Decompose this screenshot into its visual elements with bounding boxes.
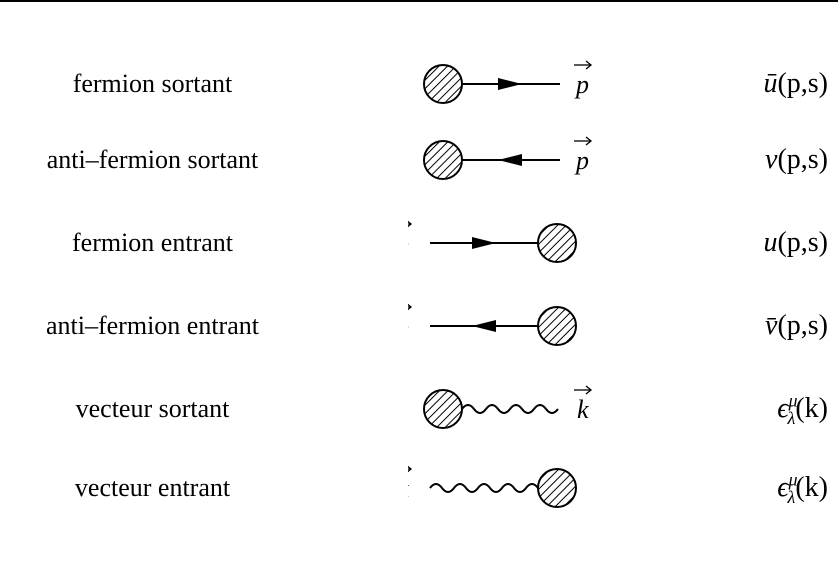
hatched-blob xyxy=(537,306,577,346)
outgoing-vector-diagram: k xyxy=(423,385,593,429)
particle-label: vecteur sortant xyxy=(75,394,230,423)
feynman-factor: v̄(p,s) xyxy=(765,310,828,341)
row-outgoing-antifermion: anti–fermion sortant p v(p,s) xyxy=(0,130,838,190)
momentum-label: p xyxy=(574,70,589,99)
momentum-label: k xyxy=(577,395,589,424)
row-incoming-fermion: fermion entrant p u(p,s) xyxy=(0,213,838,273)
particle-label: fermion entrant xyxy=(72,228,233,257)
top-rule xyxy=(0,0,838,2)
arrow-right xyxy=(498,78,522,90)
hatched-blob xyxy=(537,468,577,508)
outgoing-fermion-diagram: p xyxy=(423,60,593,104)
row-outgoing-vector: vecteur sortant k ϵμλ(k) xyxy=(0,379,838,439)
photon-wavy-line xyxy=(429,483,539,493)
momentum-label: p xyxy=(574,146,589,175)
particle-label: anti–fermion sortant xyxy=(46,145,259,174)
momentum-label: k xyxy=(408,474,409,503)
incoming-antifermion-diagram: p xyxy=(408,303,577,346)
row-incoming-antifermion: anti–fermion entrant p v̄(p,s) xyxy=(0,296,838,356)
particle-label: anti–fermion entrant xyxy=(46,311,259,340)
photon-wavy-line xyxy=(461,404,559,414)
incoming-vector-diagram: k xyxy=(408,465,577,508)
incoming-fermion-diagram: p xyxy=(408,220,577,263)
arrow-left xyxy=(472,320,496,332)
feynman-factor: v(p,s) xyxy=(765,144,828,175)
feynman-factor: ϵμλ(k) xyxy=(777,469,828,507)
outgoing-antifermion-diagram: p xyxy=(423,136,593,180)
feynman-factor: u(p,s) xyxy=(763,227,828,258)
hatched-blob xyxy=(423,389,463,429)
momentum-label: p xyxy=(408,229,409,258)
row-incoming-vector: vecteur entrant k ϵμλ(k) xyxy=(0,458,838,518)
hatched-blob xyxy=(537,223,577,263)
feynman-factor: ū(p,s) xyxy=(763,68,828,99)
momentum-label: p xyxy=(408,312,409,341)
hatched-blob xyxy=(423,140,463,180)
arrow-right xyxy=(472,237,496,249)
particle-label: vecteur entrant xyxy=(74,473,231,502)
row-outgoing-fermion: fermion sortant p ū(p,s) xyxy=(0,54,838,114)
particle-label: fermion sortant xyxy=(72,69,233,98)
feynman-factor: ϵμλ(k) xyxy=(777,390,828,428)
arrow-left xyxy=(498,154,522,166)
hatched-blob xyxy=(423,64,463,104)
